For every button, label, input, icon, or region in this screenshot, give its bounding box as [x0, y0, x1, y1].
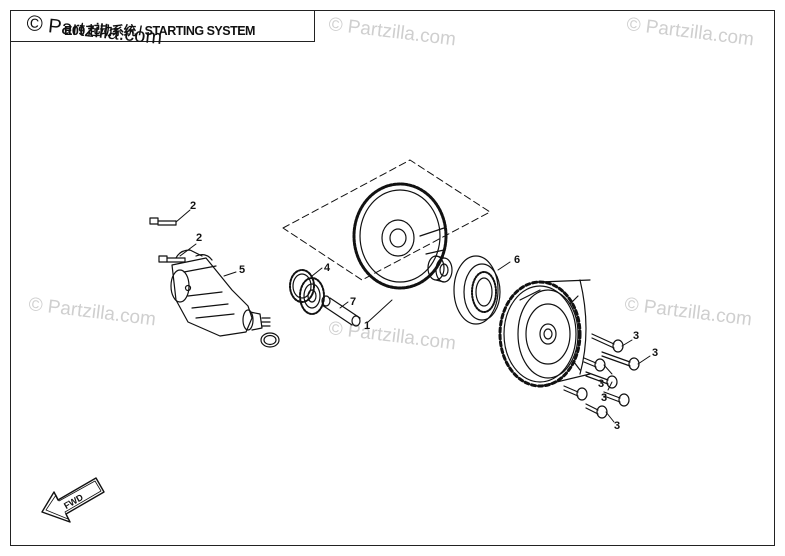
o-ring: [260, 332, 280, 348]
leader-line: [223, 271, 237, 277]
leader-line: [367, 299, 393, 323]
shaft-part-7: [321, 295, 361, 327]
socket-bolt-part-3: [603, 391, 630, 407]
fwd-arrow-icon: [41, 477, 105, 523]
leader-line: [339, 301, 349, 309]
socket-bolt-part-3: [585, 371, 618, 389]
bolt-part-2-lower: [158, 255, 186, 263]
leader-line: [605, 411, 615, 423]
socket-bolt-part-3: [583, 357, 606, 372]
leader-line: [637, 355, 651, 365]
callout-4: 4: [324, 262, 331, 274]
socket-bolt-part-3: [601, 351, 640, 371]
callout-3: 3: [598, 378, 605, 390]
callout-5: 5: [239, 264, 246, 276]
callout-3: 3: [633, 330, 640, 342]
idler-gear-part-4: [289, 269, 325, 315]
socket-bolt-part-3: [563, 385, 588, 401]
drawing-frame: [10, 10, 775, 546]
leader-line: [311, 267, 323, 277]
leader-line: [607, 381, 613, 391]
diagram-title: E09 起动系统 / STARTING SYSTEM: [64, 24, 255, 38]
callout-3: 3: [652, 347, 659, 359]
one-way-clutch-part-6: [453, 255, 501, 325]
callout-3: 3: [601, 392, 608, 404]
callout-3: 3: [614, 420, 621, 432]
needle-bearing: [427, 255, 453, 283]
socket-bolt-part-3: [585, 403, 608, 419]
leader-line: [603, 364, 613, 375]
fwd-label: FWD: [62, 492, 85, 511]
callout-7: 7: [350, 296, 357, 308]
starter-driven-gear-part-1: [352, 182, 448, 290]
flywheel-rotor: [498, 279, 591, 388]
leader-line: [621, 339, 633, 347]
socket-bolt-part-3: [591, 333, 624, 353]
callout-2: 2: [190, 200, 197, 212]
leader-line: [175, 209, 191, 223]
bolt-part-2-upper: [149, 217, 177, 226]
title-box: [10, 10, 315, 42]
starter-motor-part-5: [170, 249, 271, 337]
callout-2: 2: [196, 232, 203, 244]
callout-6: 6: [514, 254, 521, 266]
callout-1: 1: [364, 320, 371, 332]
leader-line: [497, 261, 511, 271]
o-ring-inner: [263, 334, 277, 346]
subassembly-dashed-box: [282, 159, 491, 281]
